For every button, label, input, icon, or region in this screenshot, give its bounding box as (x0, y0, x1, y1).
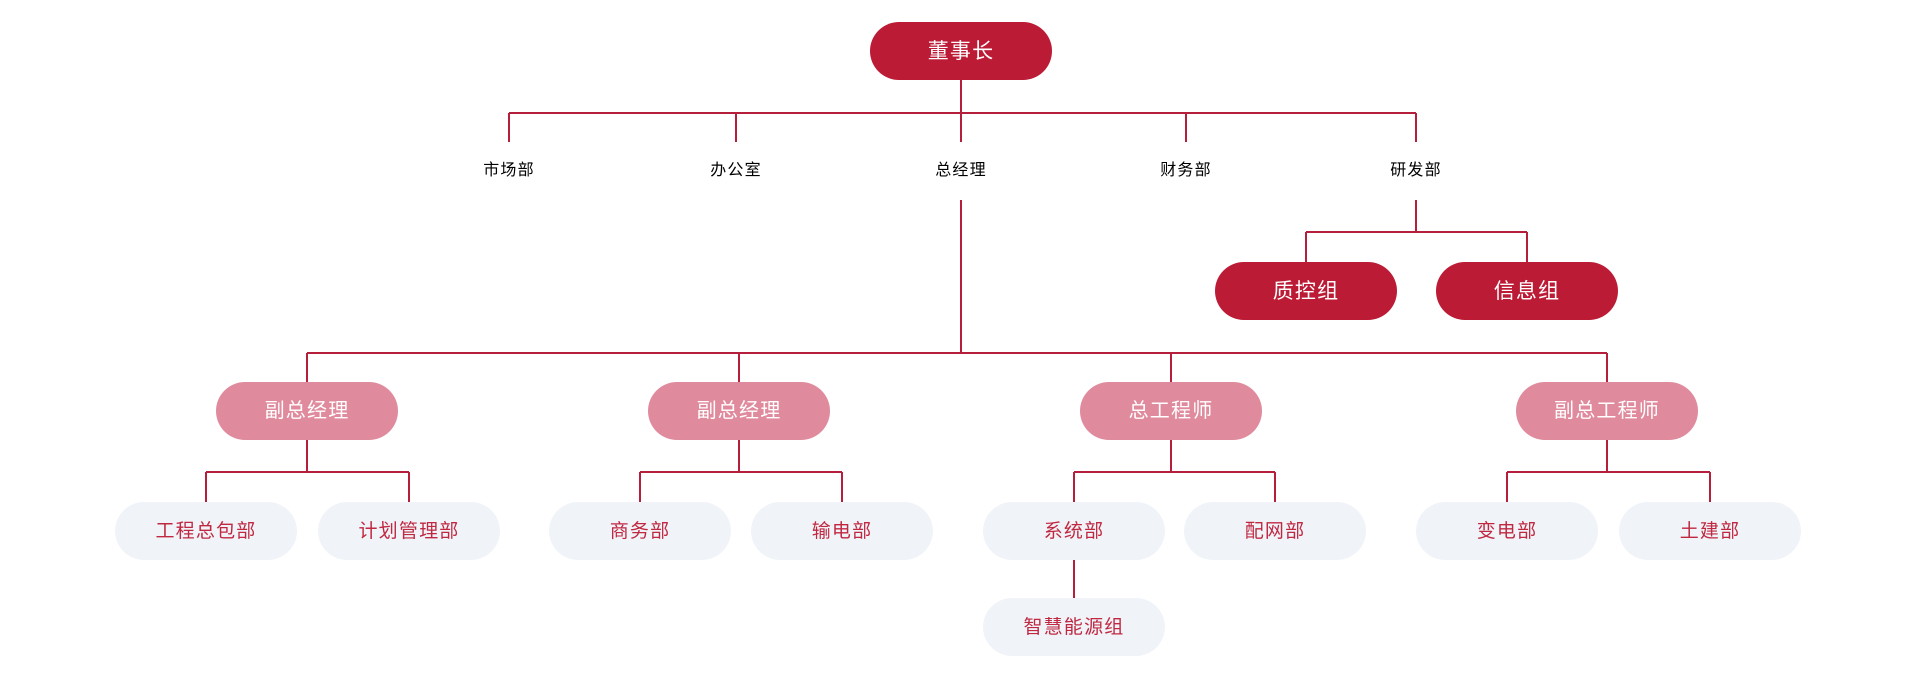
org-node-n8[interactable]: 副总经理 (216, 382, 398, 440)
org-node-label: 财务部 (1160, 162, 1212, 179)
org-node-label: 董事长 (927, 39, 995, 63)
org-node-label: 信息组 (1493, 279, 1561, 303)
org-node-n12[interactable]: 工程总包部 (115, 502, 297, 560)
org-node-n13[interactable]: 计划管理部 (318, 502, 500, 560)
org-node-label: 土建部 (1679, 520, 1741, 542)
org-node-label: 办公室 (710, 162, 762, 179)
org-node-label: 研发部 (1390, 162, 1442, 179)
org-node-label: 总工程师 (1128, 400, 1214, 422)
org-node-label: 副总工程师 (1554, 400, 1660, 422)
org-node-label: 智慧能源组 (1023, 616, 1125, 638)
org-node-n16[interactable]: 系统部 (983, 502, 1165, 560)
org-node-n18[interactable]: 变电部 (1416, 502, 1598, 560)
org-node-n11[interactable]: 副总工程师 (1516, 382, 1698, 440)
org-node-n17[interactable]: 配网部 (1184, 502, 1366, 560)
org-node-label: 市场部 (483, 162, 535, 179)
org-node-n15[interactable]: 输电部 (751, 502, 933, 560)
org-node-label: 系统部 (1043, 520, 1105, 542)
org-node-label: 质控组 (1272, 279, 1340, 303)
org-node-label: 计划管理部 (358, 520, 460, 542)
org-node-label: 工程总包部 (155, 520, 257, 542)
org-node-label: 变电部 (1476, 520, 1538, 542)
org-node-n6[interactable]: 质控组 (1215, 262, 1397, 320)
org-node-n1[interactable]: 市场部 (418, 142, 600, 200)
org-node-n7[interactable]: 信息组 (1436, 262, 1618, 320)
org-node-label: 总经理 (935, 162, 987, 179)
org-node-label: 商务部 (609, 520, 671, 542)
org-node-n14[interactable]: 商务部 (549, 502, 731, 560)
org-node-n2[interactable]: 办公室 (645, 142, 827, 200)
org-node-label: 输电部 (811, 520, 873, 542)
org-node-label: 副总经理 (696, 400, 782, 422)
org-node-n9[interactable]: 副总经理 (648, 382, 830, 440)
org-node-n20[interactable]: 智慧能源组 (983, 598, 1165, 656)
org-node-n10[interactable]: 总工程师 (1080, 382, 1262, 440)
org-node-n3[interactable]: 总经理 (870, 142, 1052, 200)
org-node-n5[interactable]: 研发部 (1325, 142, 1507, 200)
org-node-n19[interactable]: 土建部 (1619, 502, 1801, 560)
org-node-label: 副总经理 (264, 400, 350, 422)
org-node-n0[interactable]: 董事长 (870, 22, 1052, 80)
org-node-n4[interactable]: 财务部 (1095, 142, 1277, 200)
org-node-label: 配网部 (1244, 520, 1306, 542)
